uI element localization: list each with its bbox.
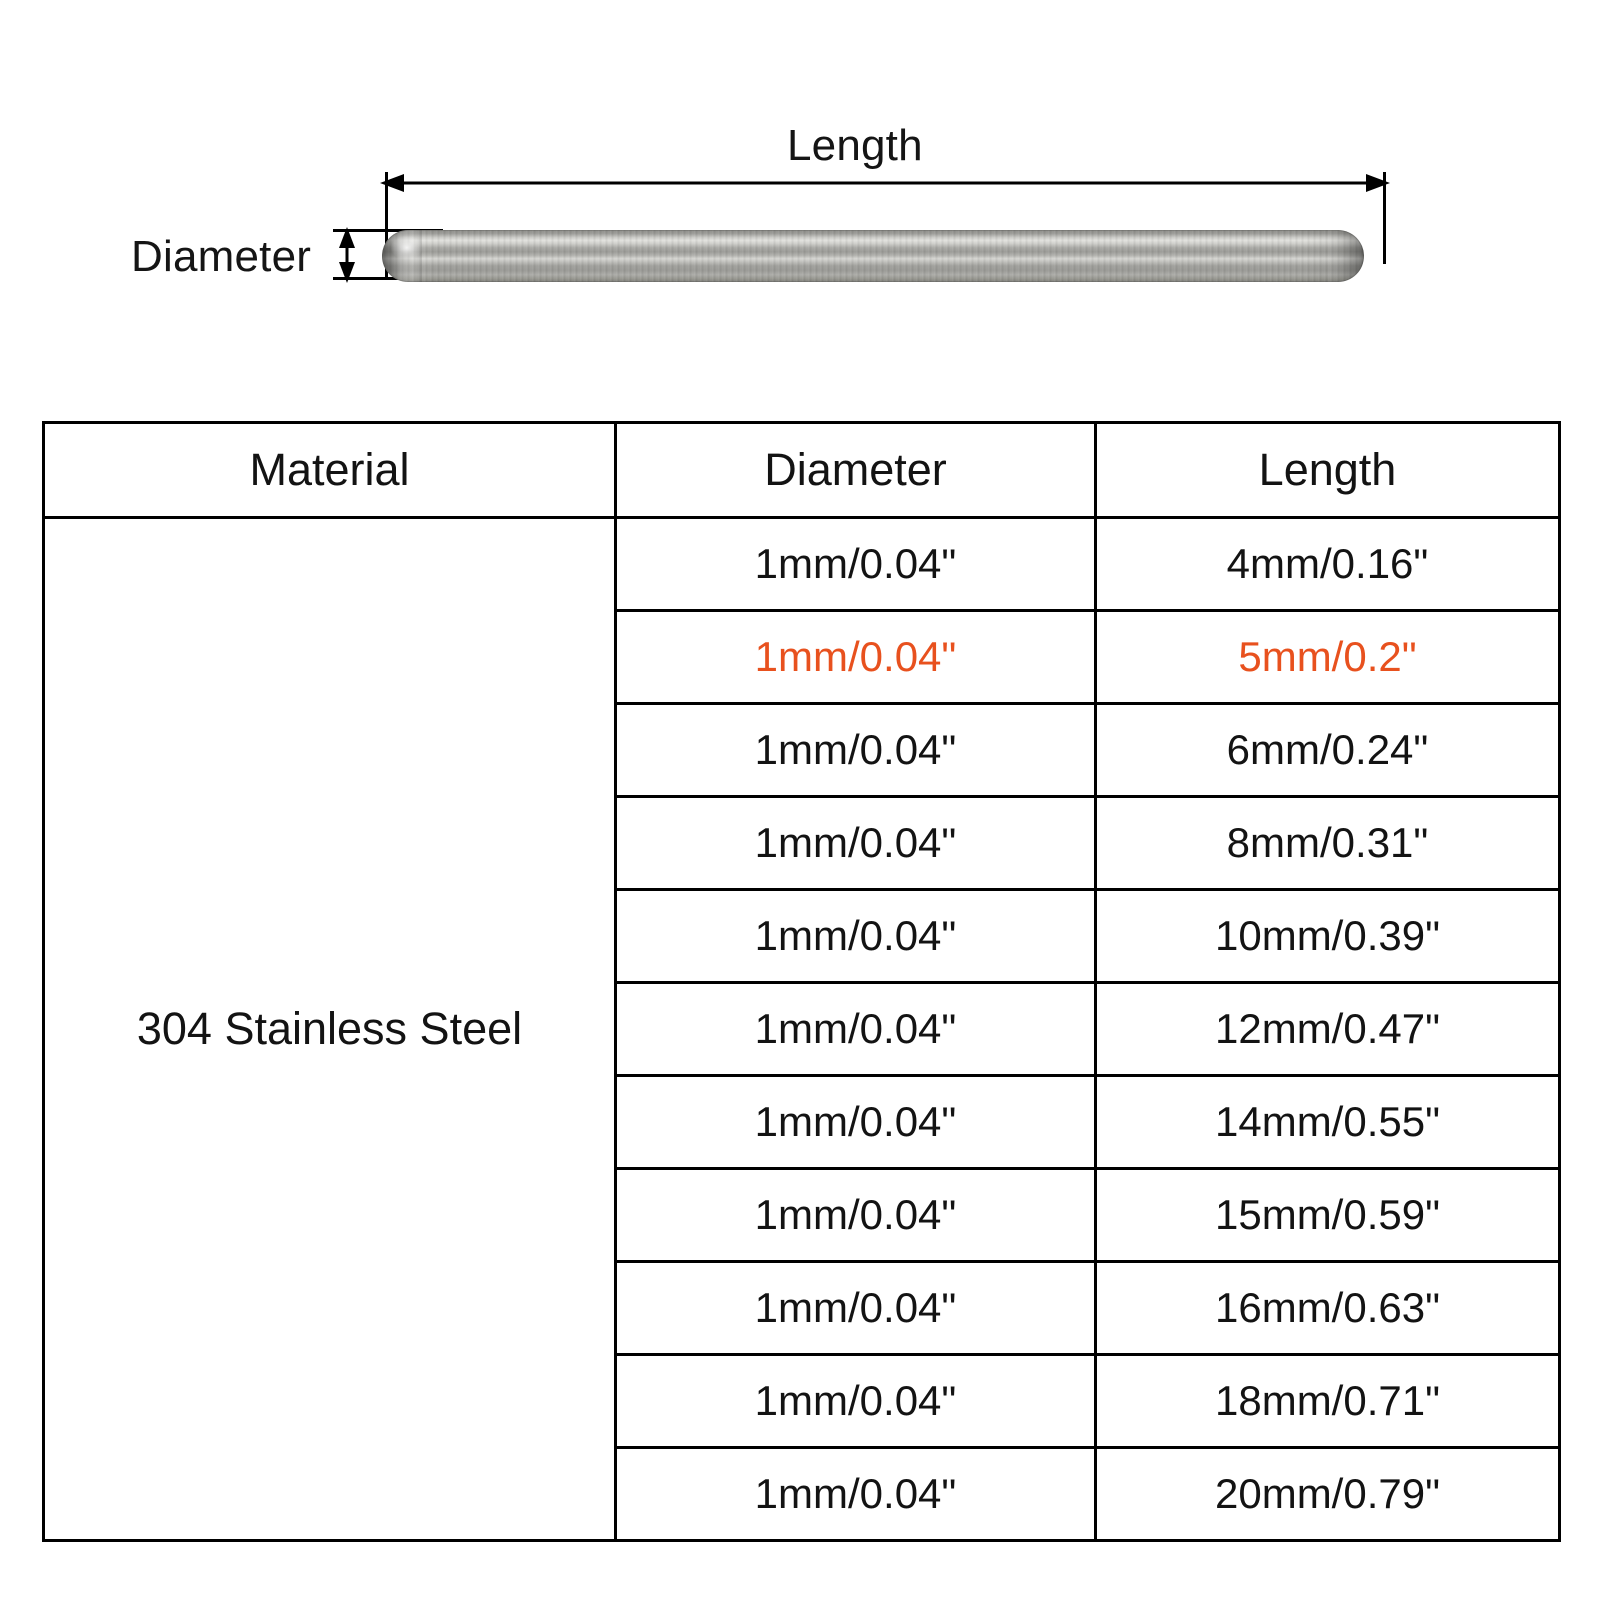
table-row[interactable]: 1mm/0.04"20mm/0.79" [44, 1446, 1561, 1542]
cell-diameter: 1mm/0.04" [614, 1353, 1097, 1449]
cell-length: 4mm/0.16" [1094, 516, 1561, 612]
cell-length: 20mm/0.79" [1094, 1446, 1561, 1542]
table-row[interactable]: 1mm/0.04"14mm/0.55" [44, 1074, 1561, 1170]
cell-diameter: 1mm/0.04" [614, 1446, 1097, 1542]
cell-length: 8mm/0.31" [1094, 795, 1561, 891]
table-row[interactable]: 1mm/0.04"10mm/0.39" [44, 888, 1561, 984]
cell-material: 304 Stainless Steel [42, 516, 617, 1542]
extension-line-diameter-top [333, 229, 443, 232]
cell-diameter: 1mm/0.04" [614, 609, 1097, 705]
product-dimension-diagram: Length Diameter [0, 0, 1600, 400]
cell-length: 10mm/0.39" [1094, 888, 1561, 984]
table-row[interactable]: 1mm/0.04"15mm/0.59" [44, 1167, 1561, 1263]
length-dimension-label: Length [787, 121, 923, 170]
cell-diameter: 1mm/0.04" [614, 981, 1097, 1077]
cell-diameter: 1mm/0.04" [614, 1074, 1097, 1170]
table-row[interactable]: 1mm/0.04"12mm/0.47" [44, 981, 1561, 1077]
table-row[interactable]: 1mm/0.04"5mm/0.2" [44, 609, 1561, 705]
cell-length: 16mm/0.63" [1094, 1260, 1561, 1356]
cell-diameter: 1mm/0.04" [614, 516, 1097, 612]
specification-table: Material Diameter Length 304 Stainless S… [42, 421, 1561, 1542]
table-row[interactable]: 1mm/0.04"18mm/0.71" [44, 1353, 1561, 1449]
cell-length: 6mm/0.24" [1094, 702, 1561, 798]
cell-diameter: 1mm/0.04" [614, 795, 1097, 891]
table-row[interactable]: 1mm/0.04"6mm/0.24" [44, 702, 1561, 798]
cell-length: 5mm/0.2" [1094, 609, 1561, 705]
column-header-diameter: Diameter [614, 421, 1097, 519]
cell-diameter: 1mm/0.04" [614, 1260, 1097, 1356]
table-header: Material Diameter Length [42, 421, 1561, 519]
table-header-row: Material Diameter Length [42, 421, 1561, 519]
specification-table-container: Material Diameter Length 304 Stainless S… [42, 421, 1561, 1542]
extension-line-right [1383, 172, 1386, 264]
cell-length: 15mm/0.59" [1094, 1167, 1561, 1263]
cell-diameter: 1mm/0.04" [614, 702, 1097, 798]
diameter-dimension-label: Diameter [131, 232, 312, 281]
rod-right-end-cap [1328, 230, 1364, 282]
length-arrow-icon [380, 174, 1390, 192]
extension-line-left [385, 172, 388, 280]
column-header-length: Length [1094, 421, 1561, 519]
cell-diameter: 1mm/0.04" [614, 888, 1097, 984]
column-header-material: Material [42, 421, 617, 519]
rod-left-end-cap [382, 230, 422, 282]
steel-rod-image [382, 230, 1364, 282]
cell-diameter: 1mm/0.04" [614, 1167, 1097, 1263]
diameter-arrow-icon [339, 227, 355, 283]
cell-length: 14mm/0.55" [1094, 1074, 1561, 1170]
cell-length: 12mm/0.47" [1094, 981, 1561, 1077]
extension-line-diameter-bottom [333, 277, 443, 280]
cell-length: 18mm/0.71" [1094, 1353, 1561, 1449]
table-row[interactable]: 1mm/0.04"8mm/0.31" [44, 795, 1561, 891]
table-row[interactable]: 1mm/0.04"16mm/0.63" [44, 1260, 1561, 1356]
